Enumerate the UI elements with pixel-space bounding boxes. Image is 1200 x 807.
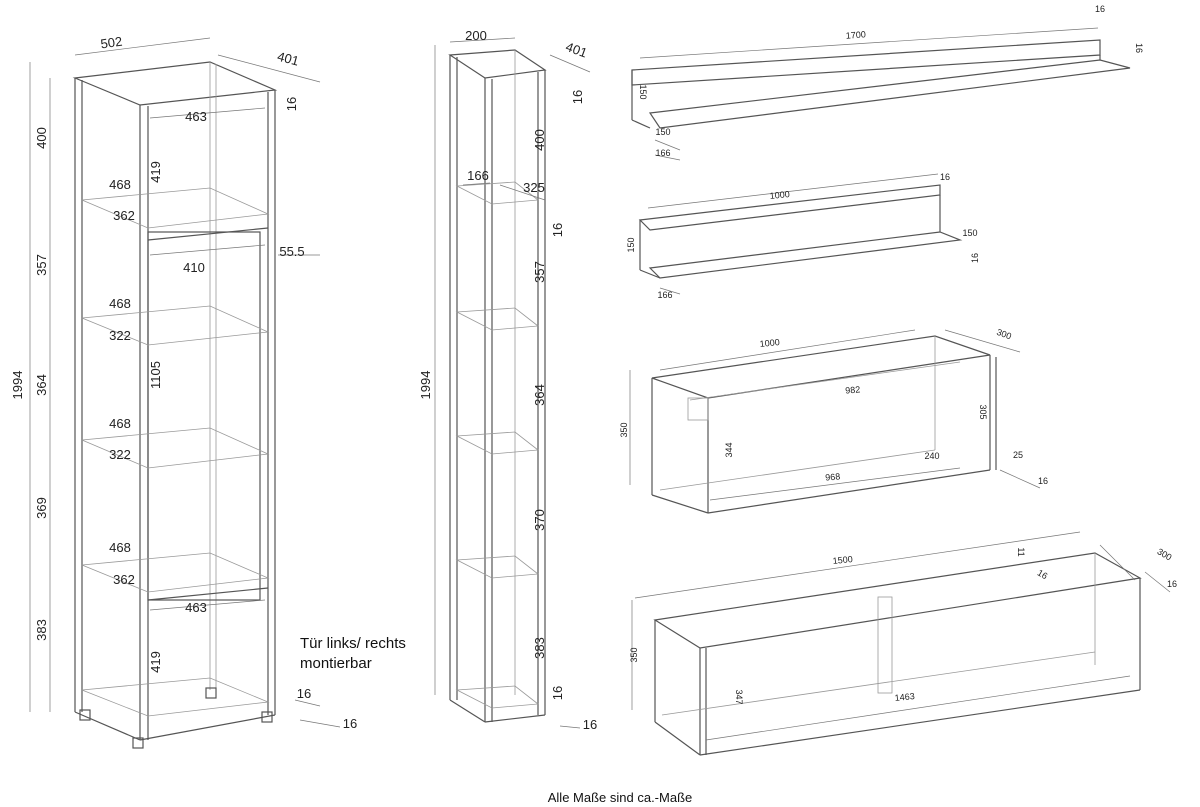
- wall-box-1500-dimension-label: 1500: [832, 554, 853, 566]
- tall-cabinet-dimension-label: 16: [284, 97, 299, 111]
- wall-box-1500-dimension-label: 1463: [894, 691, 915, 703]
- tall-cabinet-dimension-label: 401: [276, 49, 301, 69]
- dimension-labels: 502 401 16 400 463 419 468 362 357 410 55.5 468 322 3…: [10, 4, 1177, 732]
- wall-shelf-1000-dimension-label: 166: [657, 290, 672, 300]
- narrow-shelf-dimension-label: 16: [550, 223, 565, 237]
- tall-cabinet-dimension-label: 419: [148, 651, 163, 673]
- tall-cabinet-dimension-label: 1994: [10, 371, 25, 400]
- tall-cabinet-dimension-label: 357: [34, 254, 49, 276]
- wall-box-1500-dimension-label: 16: [1167, 579, 1177, 589]
- tall-cabinet-dimension-label: 468: [109, 296, 131, 311]
- tall-cabinet-dimension-label: 502: [100, 34, 124, 52]
- wall-box-1000-dimension-label: 16: [1038, 476, 1048, 486]
- footer-note: Alle Maße sind ca.-Maße: [547, 790, 693, 805]
- wall-box-1000-dimension-label: 240: [924, 451, 939, 461]
- wall-box-1000-dimension-label: 968: [825, 471, 841, 482]
- wall-box-1000-dimension-label: 300: [995, 327, 1013, 342]
- wall-box-1500-drawing: [631, 531, 1171, 756]
- narrow-shelf-dimension-label: 16: [550, 686, 565, 700]
- wall-shelf-1000-drawing: [638, 173, 963, 295]
- wall-box-1000-dimension-label: 982: [845, 384, 861, 395]
- narrow-shelf-dimension-label: 166: [467, 168, 489, 183]
- wall-shelf-1000-dimension-label: 1000: [769, 189, 790, 201]
- wall-box-1000-drawing: [629, 329, 1041, 514]
- wall-shelf-1000-dimension-label: 16: [970, 253, 980, 263]
- wall-shelf-1700-drawing: [631, 27, 1131, 161]
- wall-box-1500-dimension-label: 350: [629, 647, 639, 662]
- narrow-shelf-dimension-label: 16: [570, 90, 585, 104]
- wall-box-1000-dimension-label: 350: [619, 422, 629, 437]
- wall-shelf-1700-dimension-label: 1700: [845, 29, 866, 40]
- narrow-shelf-dimension-label: 200: [465, 28, 487, 43]
- tall-cabinet-dimension-label: 1105: [148, 361, 163, 389]
- tall-cabinet-dimension-label: 410: [183, 260, 205, 275]
- narrow-shelf-dimension-label: 400: [532, 129, 547, 151]
- tall-cabinet-dimension-label: 322: [109, 328, 131, 343]
- wall-box-1000-dimension-label: 1000: [759, 337, 780, 349]
- tall-cabinet-dimension-label: 364: [34, 374, 49, 396]
- wall-shelf-1000-dimension-label: 16: [940, 172, 950, 182]
- tall-cabinet-dimension-label: 383: [34, 619, 49, 641]
- tall-cabinet-dimension-label: 16: [343, 716, 357, 731]
- narrow-shelf-dimension-label: 16: [583, 717, 597, 732]
- wall-box-1000-dimension-label: 25: [1013, 450, 1023, 460]
- wall-box-1500-dimension-label: 16: [1036, 568, 1050, 582]
- door-mounting-note: Tür links/ rechts montierbar: [300, 634, 406, 674]
- wall-box-1000-dimension-label: 305: [978, 404, 988, 419]
- tall-cabinet-dimension-label: 468: [109, 416, 131, 431]
- wall-shelf-1700-dimension-label: 16: [1134, 43, 1144, 53]
- wall-shelf-1000-dimension-label: 150: [626, 237, 636, 252]
- wall-shelf-1000-dimension-label: 150: [962, 228, 977, 238]
- narrow-shelf-dimension-label: 357: [532, 261, 547, 283]
- tall-cabinet-dimension-label: 369: [34, 497, 49, 519]
- tall-cabinet-dimension-label: 468: [109, 177, 131, 192]
- narrow-shelf-drawing: [434, 37, 591, 729]
- tall-cabinet-dimension-label: 400: [34, 127, 49, 149]
- tall-cabinet-dimension-label: 463: [185, 600, 207, 615]
- tall-cabinet-dimension-label: 468: [109, 540, 131, 555]
- wall-box-1500-dimension-label: 11: [1016, 547, 1026, 556]
- narrow-shelf-dimension-label: 383: [532, 637, 547, 659]
- narrow-shelf-dimension-label: 1994: [418, 371, 433, 400]
- wall-shelf-1700-dimension-label: 150: [638, 84, 648, 99]
- wall-shelf-1700-dimension-label: 150: [655, 127, 670, 137]
- tall-cabinet-drawing: [29, 37, 341, 749]
- narrow-shelf-dimension-label: 370: [532, 509, 547, 531]
- wall-shelf-1700-dimension-label: 166: [655, 148, 670, 158]
- wall-box-1500-dimension-label: 347: [734, 689, 744, 704]
- tall-cabinet-dimension-label: 16: [297, 686, 311, 701]
- tall-cabinet-dimension-label: 463: [185, 109, 207, 124]
- wall-shelf-1700-dimension-label: 16: [1095, 4, 1105, 14]
- tall-cabinet-dimension-label: 362: [113, 208, 135, 223]
- wall-box-1000-dimension-label: 344: [724, 442, 734, 457]
- tall-cabinet-dimension-label: 55.5: [279, 244, 304, 259]
- tall-cabinet-dimension-label: 322: [109, 447, 131, 462]
- narrow-shelf-dimension-label: 364: [532, 384, 547, 406]
- narrow-shelf-dimension-label: 401: [564, 39, 590, 61]
- note-line-1: Tür links/ rechts: [300, 635, 406, 652]
- tall-cabinet-dimension-label: 419: [148, 161, 163, 183]
- wall-box-1500-dimension-label: 300: [1155, 546, 1173, 562]
- note-line-2: montierbar: [300, 655, 372, 672]
- tall-cabinet-dimension-label: 362: [113, 572, 135, 587]
- narrow-shelf-dimension-label: 325: [523, 180, 545, 195]
